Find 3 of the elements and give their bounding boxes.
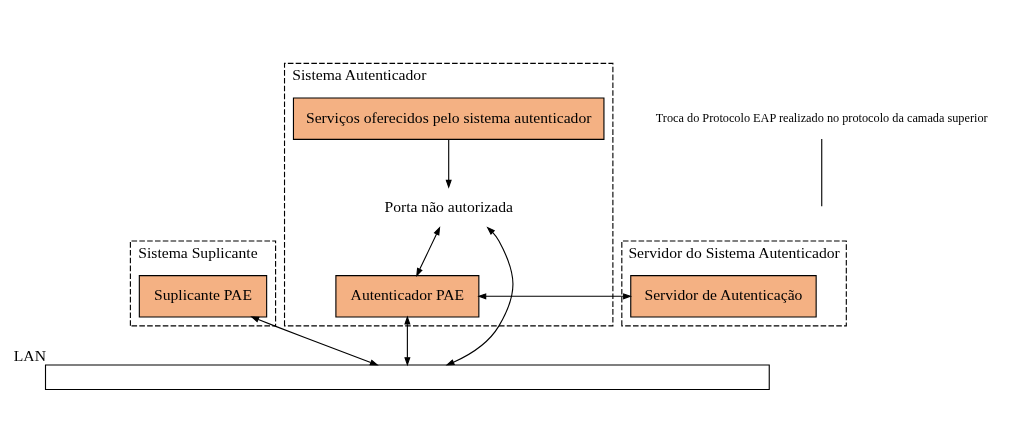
node-label: LAN [13,346,46,364]
node-text: Troca do Protocolo EAP realizado no protocolo da camada superior [655,110,988,125]
node-text: Porta não autorizada [383,197,513,215]
